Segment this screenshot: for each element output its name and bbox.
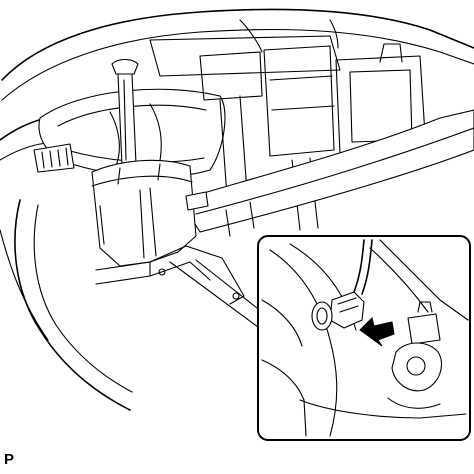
callout-leader (169, 259, 263, 331)
figure-code-label: P (4, 451, 15, 468)
vehicle-body (0, 8, 474, 411)
washer-tank (91, 159, 209, 267)
tank-bracket (95, 245, 245, 305)
detail-inset (257, 235, 471, 441)
bumper-reinforcement (179, 109, 474, 237)
side-vent (33, 143, 75, 173)
washer-motor-connector (311, 291, 365, 331)
pointer-arrow-icon (359, 317, 395, 347)
